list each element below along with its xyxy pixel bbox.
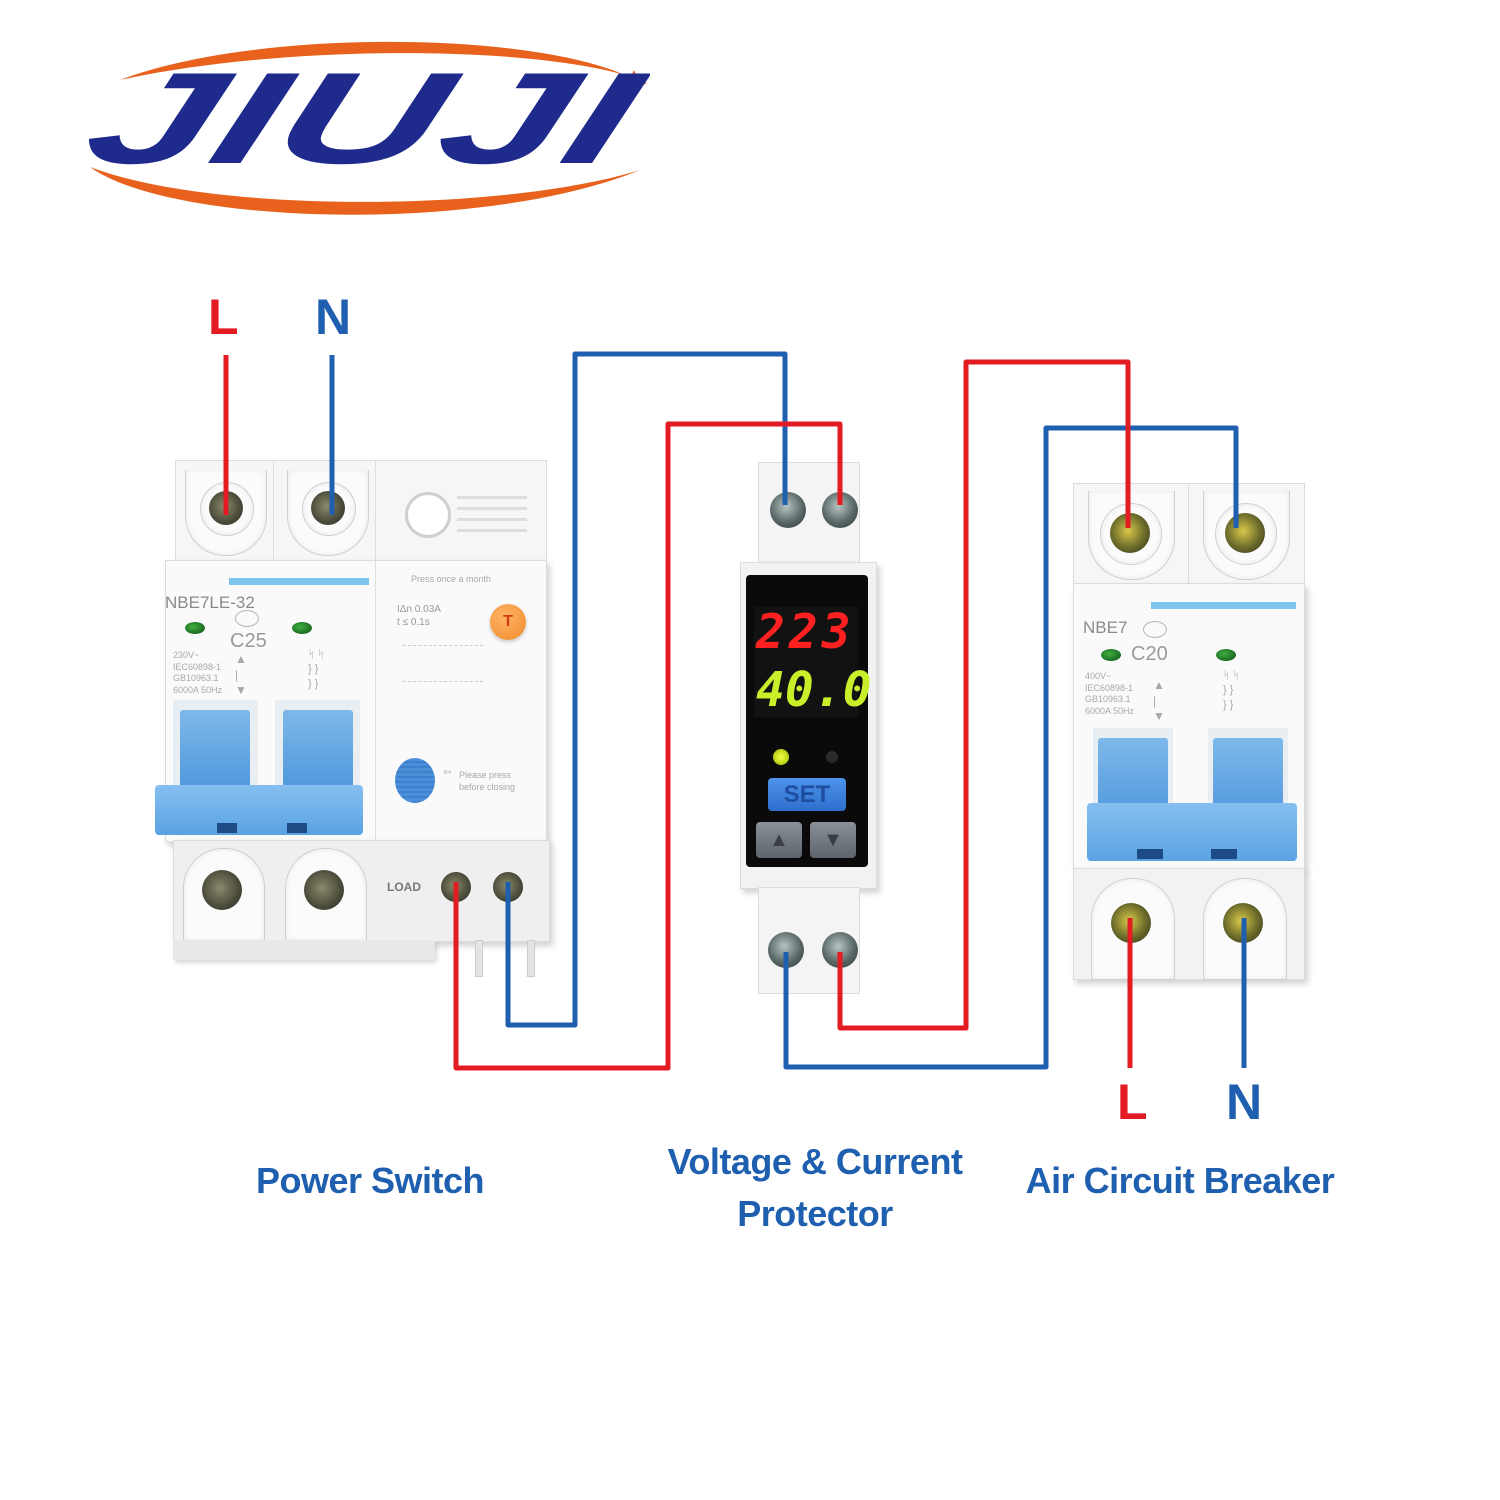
power-switch-device: NBE7LE-32 C25 230V~ IEC60898-1 GB10963.1… xyxy=(155,460,550,977)
protector-caption: Voltage & Current Protector xyxy=(640,1136,990,1240)
reset-notice: Please press before closing xyxy=(459,770,516,792)
logo-text: JIUJI xyxy=(69,46,650,191)
ccc-mark-icon xyxy=(1143,621,1167,638)
air-breaker-rating: C20 xyxy=(1131,643,1168,665)
ccc-mark-icon xyxy=(235,610,259,627)
power-switch-stripe xyxy=(229,578,369,585)
air-breaker-specs: 400V~ IEC60898-1 GB10963.1 6000A 50Hz xyxy=(1085,671,1135,717)
current-readout: 40.0 xyxy=(756,662,872,718)
down-arrow-icon: ▼ xyxy=(823,829,843,851)
protector-caption-line2: Protector xyxy=(737,1193,893,1235)
rcd-specs: IΔn 0.03A t ≤ 0.1s xyxy=(397,604,441,628)
test-button-label: T xyxy=(503,613,513,630)
power-switch-toggle-2[interactable] xyxy=(283,710,353,790)
rcd-schematic xyxy=(403,645,483,682)
power-switch-led-1 xyxy=(185,622,205,634)
status-led-on xyxy=(773,749,789,765)
circuit-symbol-icon: ᛋ ᛋ} }} } xyxy=(1223,670,1240,711)
protector-device: 223 40.0 SET ▲ ▼ xyxy=(740,462,877,994)
output-live-label: L xyxy=(1117,1074,1148,1130)
reset-arrow-icon: ⇦ xyxy=(443,767,452,778)
on-off-indicator-icon: ▲|▼ xyxy=(235,652,247,698)
logo-swoosh-top xyxy=(120,41,625,80)
output-live-terminal-screw xyxy=(202,870,242,910)
breaker-in-neutral-screw xyxy=(1225,513,1265,553)
logo-swoosh-bottom xyxy=(90,167,640,215)
set-button[interactable]: SET xyxy=(768,778,846,811)
air-breaker-handle-bar[interactable] xyxy=(1087,803,1297,861)
input-live-label: L xyxy=(208,289,239,345)
rcd-test-button[interactable]: T xyxy=(490,604,526,640)
set-button-label: SET xyxy=(783,781,831,808)
power-switch-handle-bar[interactable] xyxy=(155,785,363,835)
circuit-symbol-icon: ᛋ ᛋ} }} } xyxy=(308,649,325,690)
input-neutral-terminal-screw xyxy=(311,491,345,525)
air-breaker-led-2 xyxy=(1216,649,1236,661)
load-label: LOAD xyxy=(387,880,421,894)
protector-in-neutral-screw xyxy=(770,492,806,528)
protector-to-breaker-neutral-wire xyxy=(783,425,1239,1070)
power-switch-rating: C25 xyxy=(230,630,267,652)
up-button[interactable]: ▲ xyxy=(756,822,802,858)
voltage-readout: 223 xyxy=(756,604,855,660)
power-switch-caption: Power Switch xyxy=(255,1160,485,1201)
input-neutral-label: N xyxy=(315,289,352,345)
vent-port xyxy=(405,492,451,538)
switch-to-protector-neutral-wire xyxy=(505,351,788,1028)
status-led-off xyxy=(826,751,838,763)
output-neutral-terminal-screw xyxy=(304,870,344,910)
logo-star-icon xyxy=(621,70,647,96)
on-off-indicator-icon: ▲|▼ xyxy=(1153,678,1165,724)
switch-to-protector-live-wire xyxy=(453,421,843,1071)
rcd-reset-button[interactable] xyxy=(395,758,435,803)
power-switch-model: NBE7LE-32 xyxy=(165,593,255,612)
rcd-notice: Press once a month xyxy=(411,574,492,584)
power-switch-specs: 230V~ IEC60898-1 GB10963.1 6000A 50Hz xyxy=(173,650,223,696)
protector-to-breaker-live-wire xyxy=(837,359,1131,1031)
output-neutral-label: N xyxy=(1226,1074,1263,1130)
up-arrow-icon: ▲ xyxy=(769,829,789,851)
down-button[interactable]: ▼ xyxy=(810,822,856,858)
power-switch-toggle-1[interactable] xyxy=(180,710,250,790)
air-breaker-caption: Air Circuit Breaker xyxy=(1025,1160,1335,1201)
air-breaker-led-1 xyxy=(1101,649,1121,661)
air-breaker-model: NBE7 xyxy=(1083,618,1128,637)
protector-caption-line1: Voltage & Current xyxy=(667,1141,963,1182)
air-breaker-stripe xyxy=(1151,602,1296,609)
power-switch-led-2 xyxy=(292,622,312,634)
jiuji-logo: JIUJI xyxy=(69,41,650,215)
